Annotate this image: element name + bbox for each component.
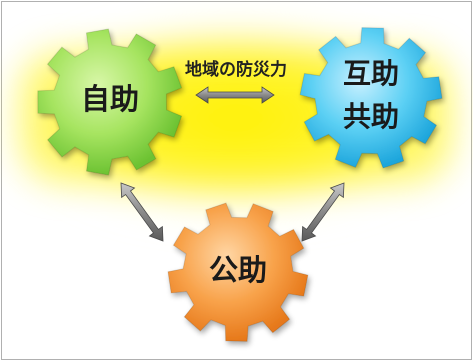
public-help-gear-body — [167, 202, 309, 342]
self-help-label: 自助 — [81, 82, 139, 116]
mutual-help-gear — [299, 27, 443, 169]
self-help-gear-body — [37, 28, 183, 176]
regional-disaster-prevention-label: 地域の防災力 — [185, 59, 287, 80]
mutual-help-label-line2: 共助 — [343, 100, 399, 133]
mutual-help-label-line1: 互助 — [343, 57, 399, 90]
self-help-gear — [37, 28, 183, 176]
double-arrow-mutual-public — [301, 182, 345, 242]
double-arrow-diagonal-left — [120, 182, 164, 242]
double-arrow-diagonal-right — [301, 182, 345, 242]
mutual-help-gear-body — [299, 27, 443, 169]
double-arrow-horizontal — [195, 86, 275, 104]
public-help-gear — [167, 202, 309, 342]
double-arrow-self-mutual — [195, 86, 275, 104]
double-arrow-self-public — [120, 182, 164, 242]
public-help-label: 公助 — [209, 253, 267, 287]
